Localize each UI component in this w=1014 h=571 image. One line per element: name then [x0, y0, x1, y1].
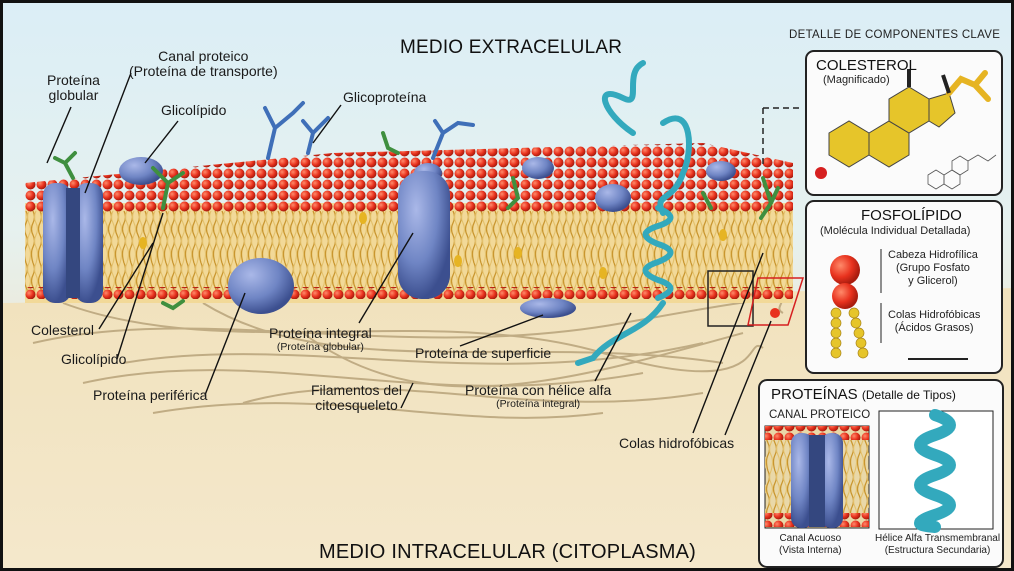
label-line: globular — [47, 88, 100, 103]
label-glicolipido-top: Glicolípido — [161, 103, 226, 118]
helice-alfa-caption: Hélice Alfa Transmembranal (Estructura S… — [875, 533, 1000, 557]
label-line: (Proteína de transporte) — [129, 64, 278, 79]
glycoprotein-chains — [265, 103, 473, 158]
protein-thumbnails — [765, 411, 993, 529]
label-line: (Proteína integral) — [465, 398, 611, 410]
label-line: Proteína — [47, 73, 100, 88]
label-filamentos: Filamentos del citoesqueleto — [311, 383, 402, 413]
cabeza-hidrofilica-note: Cabeza Hidrofílica (Grupo Fosfato y Glic… — [888, 249, 978, 288]
label-proteina-superficie: Proteína de superficie — [415, 346, 551, 361]
label-line: Proteína integral — [269, 326, 372, 341]
note-line: Canal Acuoso — [779, 533, 842, 545]
label-helice-alfa: Proteína con hélice alfa (Proteína integ… — [465, 383, 611, 410]
integral-protein — [398, 171, 450, 299]
proteinas-title: PROTEÍNAS (Detalle de Tipos) — [771, 386, 956, 403]
note-line: Colas Hidrofóbicas — [888, 309, 980, 322]
label-proteina-periferica: Proteína periférica — [93, 388, 207, 403]
detail-header: DETALLE DE COMPONENTES CLAVE — [789, 29, 1000, 41]
note-line: (Grupo Fosfato — [888, 262, 978, 275]
membrane-illustration — [3, 3, 1014, 571]
proteinas-title-text: PROTEÍNAS — [771, 386, 858, 403]
note-line: y Glicerol) — [888, 275, 978, 288]
note-line: (Vista Interna) — [779, 545, 842, 557]
channel-protein — [43, 183, 103, 303]
note-line: (Ácidos Grasos) — [888, 322, 980, 335]
label-glicolipido-bottom: Glicolípido — [61, 352, 126, 367]
note-line: Hélice Alfa Transmembranal — [875, 533, 1000, 545]
label-colas-hidrofobicas: Colas hidrofóbicas — [619, 436, 734, 451]
fosfolipido-subtitle: (Molécula Individual Detallada) — [820, 225, 970, 237]
label-glicoproteina: Glicoproteína — [343, 90, 426, 105]
note-line: Cabeza Hidrofílica — [888, 249, 978, 262]
label-canal-proteico: Canal proteico (Proteína de transporte) — [129, 49, 278, 79]
colesterol-subtitle: (Magnificado) — [823, 74, 890, 86]
colesterol-title: COLESTEROL — [816, 57, 917, 74]
label-proteina-integral: Proteína integral (Proteína globular) — [269, 326, 372, 353]
proteinas-subtitle: (Detalle de Tipos) — [862, 388, 956, 402]
peripheral-protein — [228, 258, 294, 314]
label-proteina-globular: Proteína globular — [47, 73, 100, 103]
canal-proteico-title: CANAL PROTEICO — [769, 409, 870, 421]
label-line: Proteína con hélice alfa — [465, 383, 611, 398]
label-line: Canal proteico — [129, 49, 278, 64]
extracellular-title: MEDIO EXTRACELULAR — [400, 37, 622, 59]
intracellular-title: MEDIO INTRACELULAR (CITOPLASMA) — [319, 541, 696, 564]
label-line: Filamentos del — [311, 383, 402, 398]
label-line: citoesqueleto — [311, 398, 402, 413]
fosfolipido-title: FOSFOLÍPIDO — [861, 207, 962, 224]
colas-hidrofobicas-note: Colas Hidrofóbicas (Ácidos Grasos) — [888, 309, 980, 335]
label-line: (Proteína globular) — [269, 341, 372, 353]
note-line: (Estructura Secundaria) — [875, 545, 1000, 557]
canal-acuoso-caption: Canal Acuoso (Vista Interna) — [779, 533, 842, 557]
label-colesterol: Colesterol — [31, 323, 94, 338]
